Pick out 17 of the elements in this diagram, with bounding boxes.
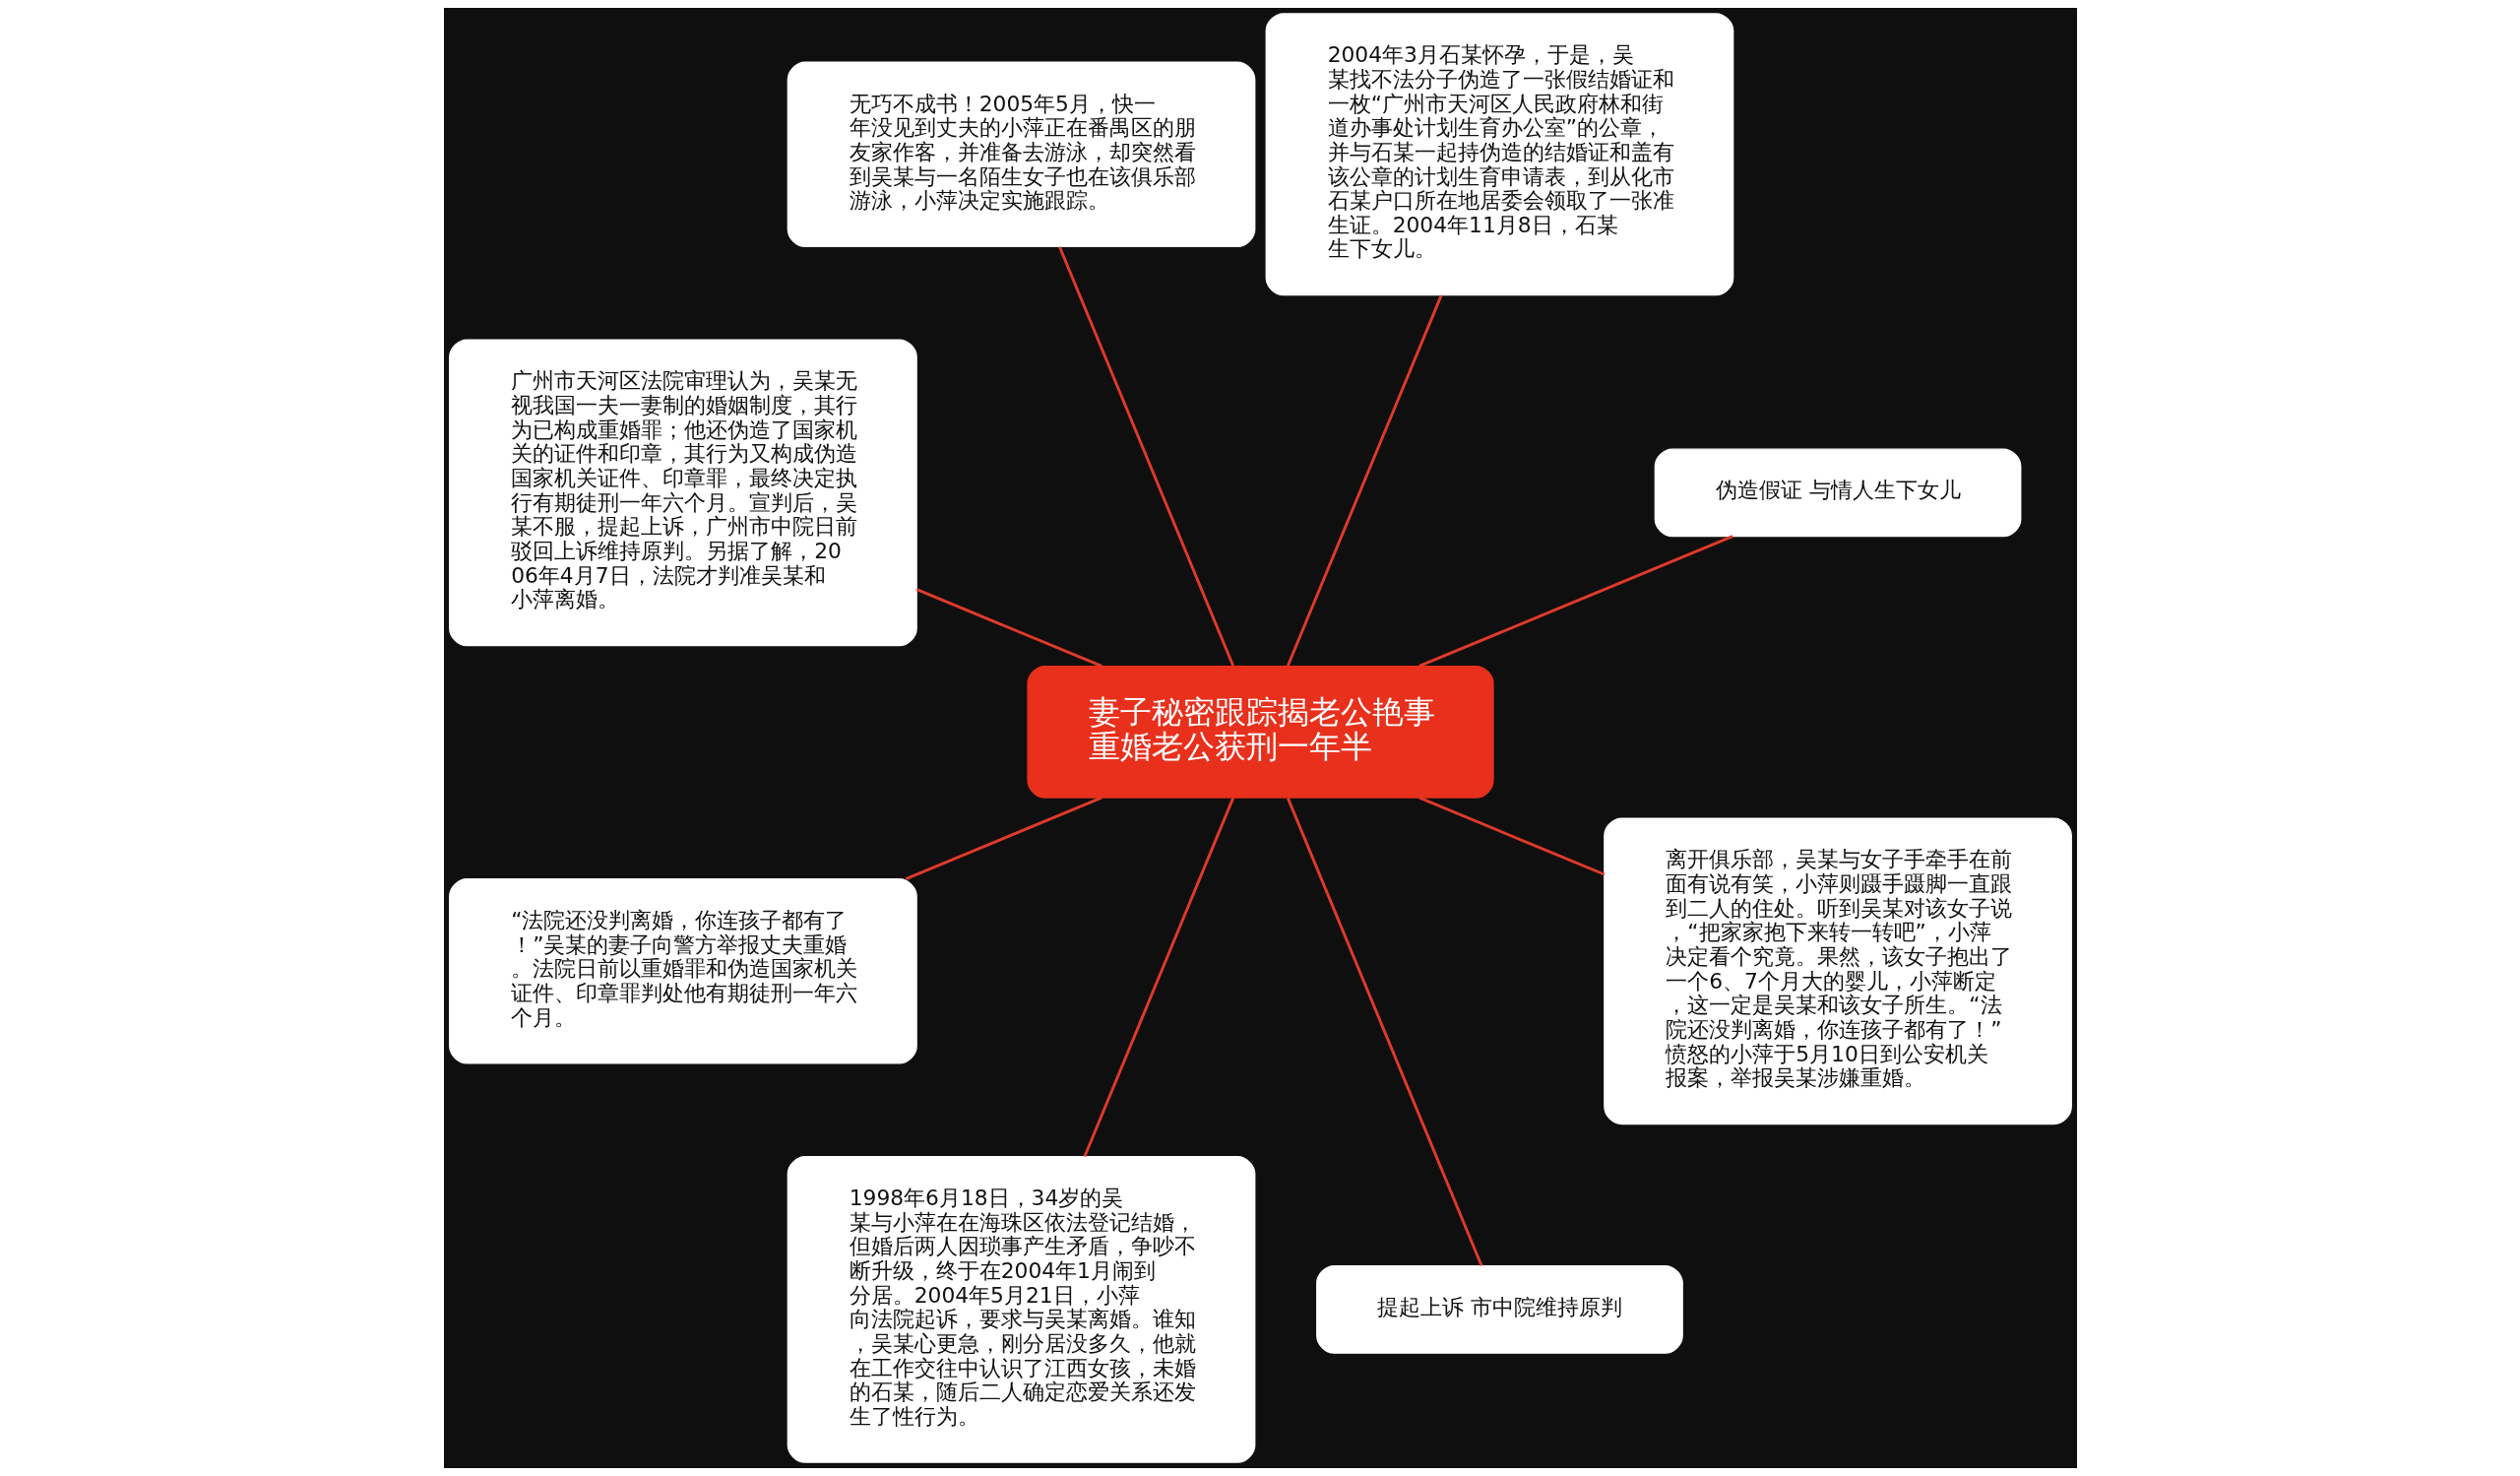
connector [1057,246,1234,667]
connector [1286,294,1442,667]
connector [915,588,1102,668]
connector [1286,798,1482,1266]
node-box: 2004年3月石某怀孕，于是，吴某找不法分子伪造了一张假结婚证和一枚“广州市天河区人民政府林和街道办事处计划生育办公室”的公章，并与石某一起持伪造的结婚证和盖有该公章的计划生育申请表，到从化市石某户口所在地居委会领取了一张准生证。2004年11月8日，石某生下女儿。 [1265,13,1733,296]
node-box: 离开俱乐部，吴某与女子手牵手在前面有说有笑，小萍则蹑手蹑脚一直跟到二人的住处。听到吴某对该女子说，“把家家抱下来转一转吧”，小萍决定看个究竟。果然，该女子抱出了一个6、7个月大的婴儿，小萍断定，这一定是吴某和该女子所生。“法院还没判离婚，你连孩子都有了！”愤怒的小萍于5月10日到公安机关报案，举报吴某涉嫌重婚。 [1603,817,2072,1125]
connector [1418,535,1733,668]
node-box: “法院还没判离婚，你连孩子都有了！”吴某的妻子向警方举报丈夫重婚。法院日前以重婚罪和伪造国家机关证件、印章罪判处他有期徒刑一年六个月。 [448,878,917,1064]
node-box: 伪造假证 与情人生下女儿 [1654,448,2021,538]
connector [905,796,1102,880]
node-box: 广州市天河区法院审理认为，吴某无视我国一夫一妻制的婚姻制度，其行为已构成重婚罪；他还伪造了国家机关的证件和印章，其行为又构成伪造国家机关证件、印章罪，最终决定执行有期徒刑一年六个月。宣判后，吴某不服，提起上诉，广州市中院日前驳回上诉维持原判。另据了解，2006年4月7日，法院才判准吴某和小萍离婚。 [448,339,917,647]
node-box: 1998年6月18日，34岁的吴某与小萍在在海珠区依法登记结婚，但婚后两人因琐事产生矛盾，争吵不断升级，终于在2004年1月闹到分居。2004年5月21日，小萍向法院起诉，要求与吴某离婚。谁知，吴某心更急，刚分居没多久，他就在工作交往中认识了江西女孩，未婚的石某，随后二人确定恋爱关系还发生了性行为。 [787,1156,1255,1463]
connector [1418,796,1605,876]
node-box: 无巧不成书！2005年5月，快一年没见到丈夫的小萍正在番禺区的朋友家作客，并准备去游泳，却突然看到吴某与一名陌生女子也在该俱乐部游泳，小萍决定实施跟踪。 [787,61,1255,248]
node-box: 提起上诉 市中院维持原判 [1315,1264,1683,1354]
connector [1083,798,1234,1158]
node-box: 妻子秘密跟踪揭老公艳事重婚老公获刑一年半 [1026,665,1494,799]
